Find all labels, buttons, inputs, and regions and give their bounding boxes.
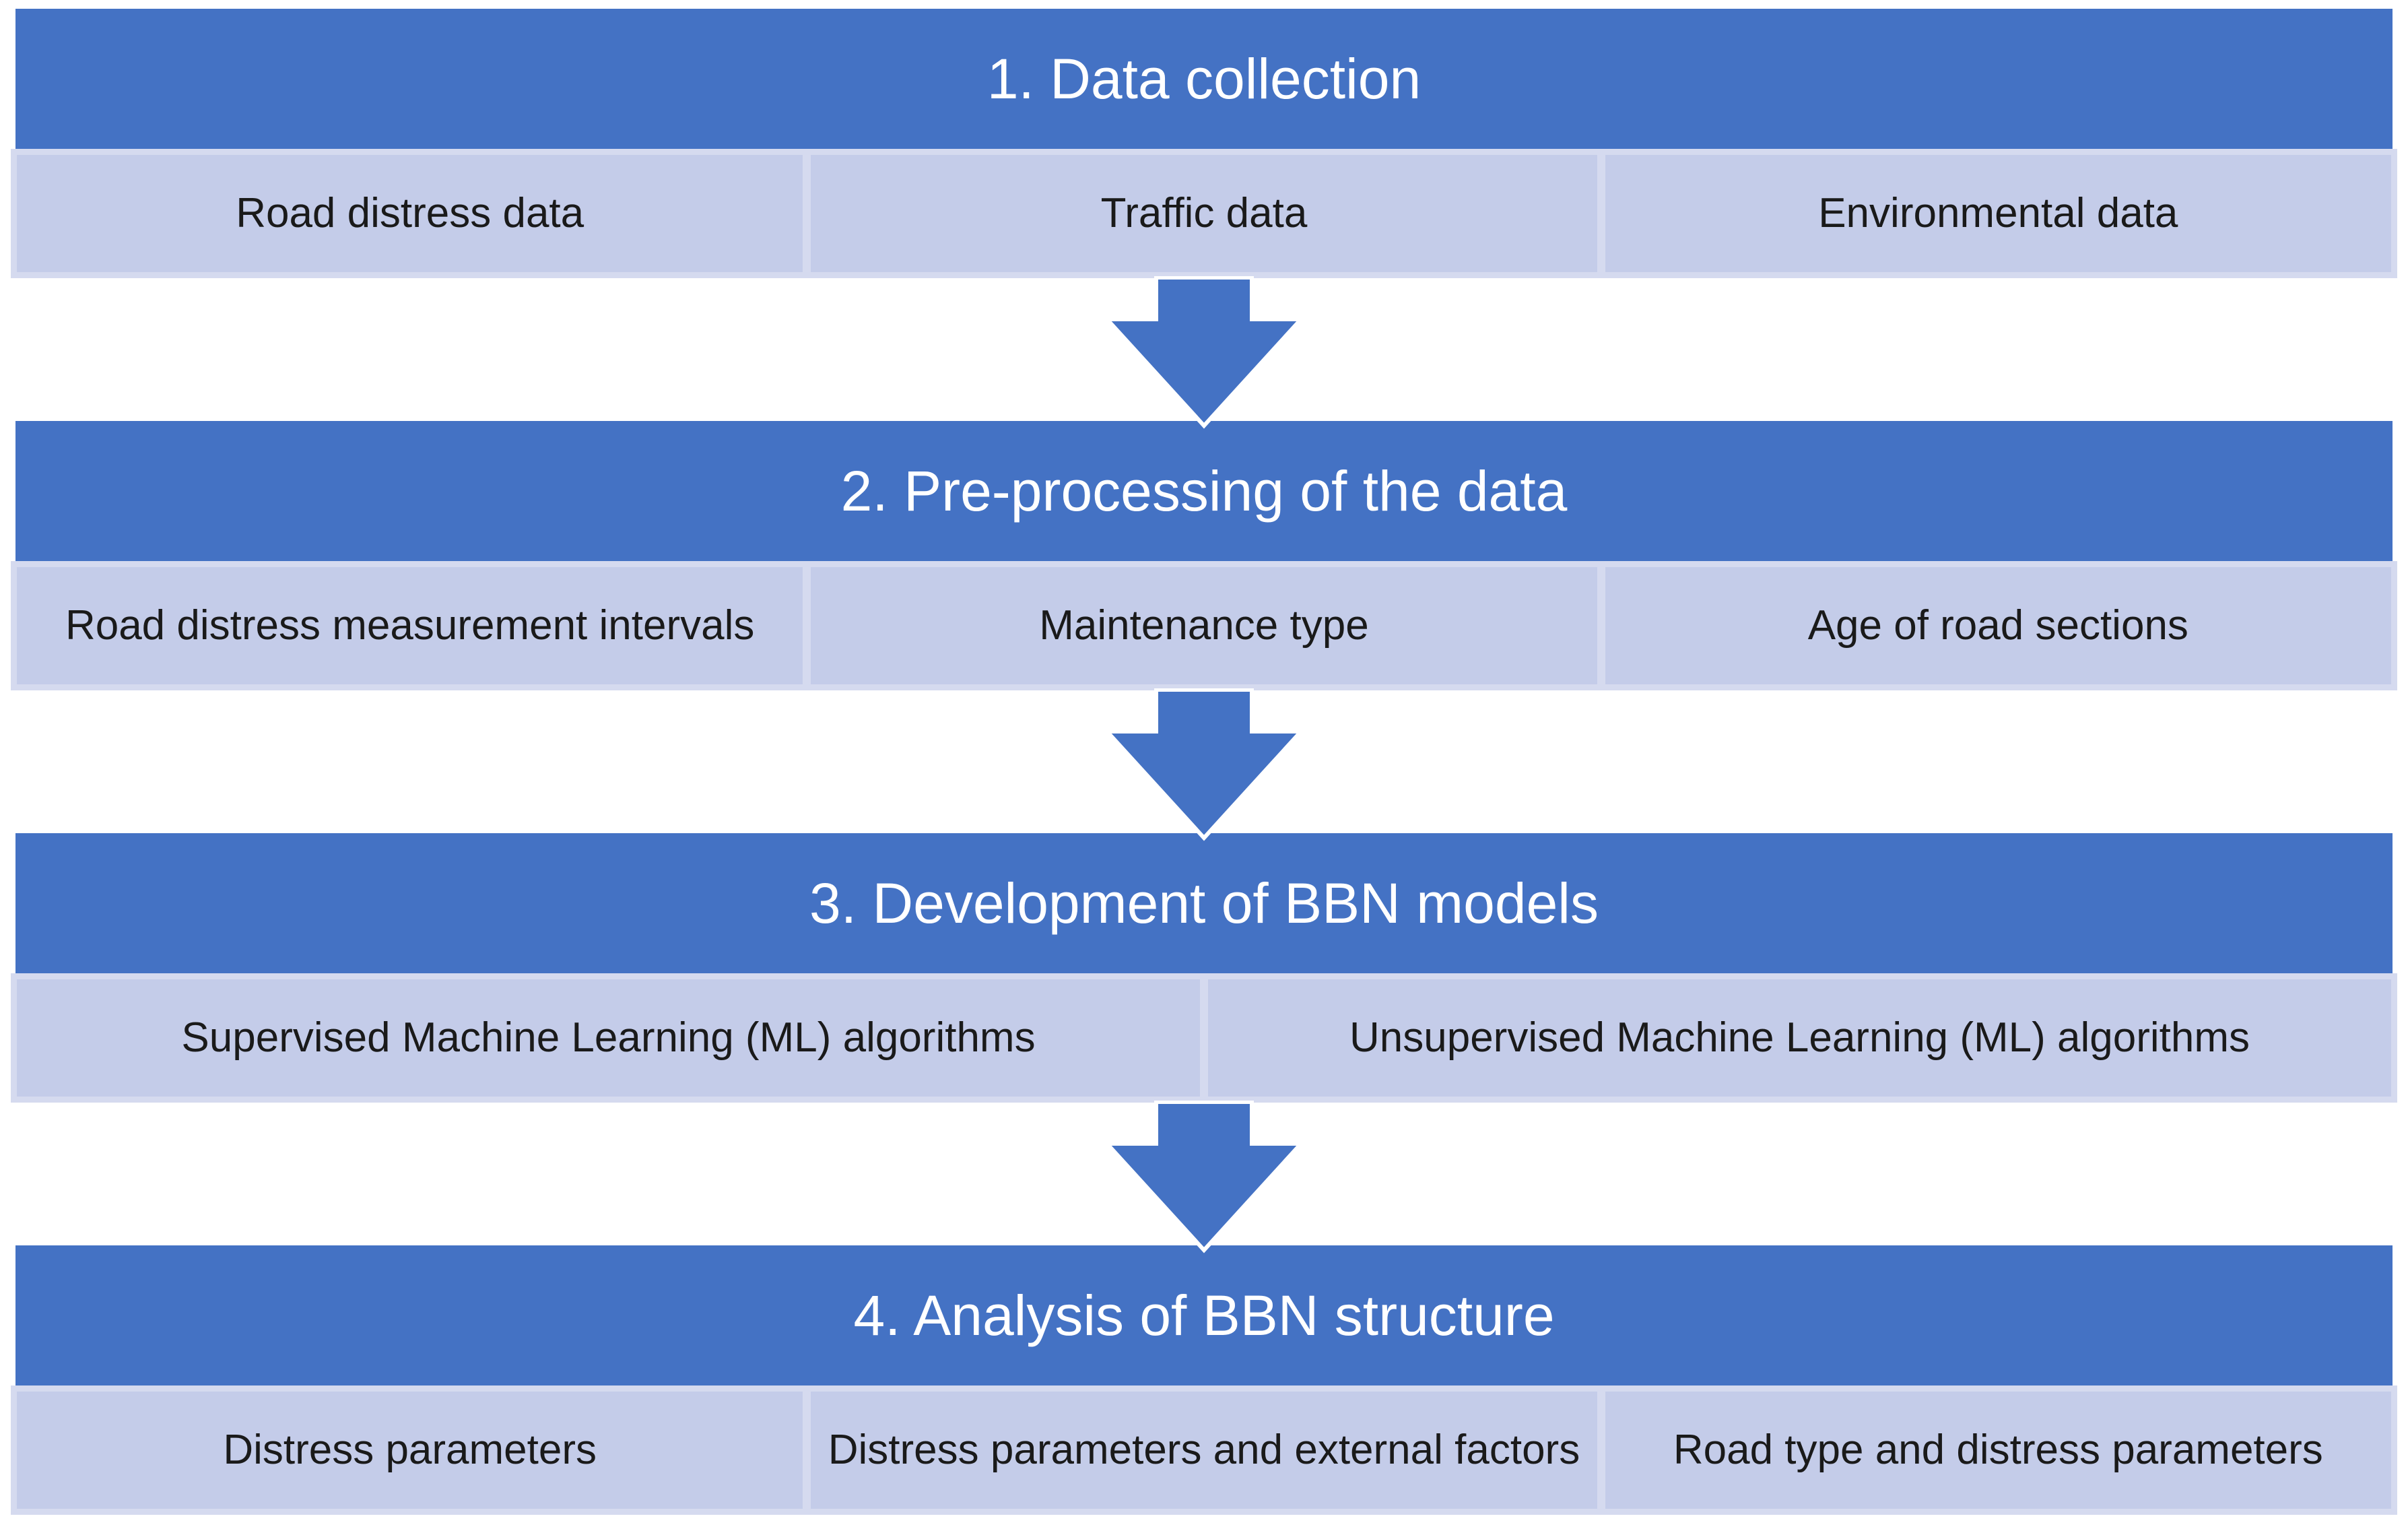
- cell-maintenance-type: Maintenance type: [811, 567, 1597, 684]
- arrow-gap-3: [11, 1101, 2397, 1253]
- stage-3-header: 3. Development of BBN models: [15, 833, 2393, 973]
- stage-1-title: 1. Data collection: [986, 46, 1422, 110]
- stage-4-row: Distress parameters Distress parameters …: [11, 1385, 2397, 1515]
- cell-environmental-data: Environmental data: [1605, 155, 2391, 272]
- stage-3-row: Supervised Machine Learning (ML) algorit…: [11, 973, 2397, 1103]
- stage-1-header: 1. Data collection: [15, 9, 2393, 149]
- cell-distress-parameters-external-factors: Distress parameters and external factors: [811, 1392, 1597, 1509]
- cell-road-type-distress-parameters: Road type and distress parameters: [1605, 1392, 2391, 1509]
- arrow-gap-1: [11, 276, 2397, 429]
- cell-supervised-ml-algorithms: Supervised Machine Learning (ML) algorit…: [17, 979, 1200, 1097]
- cell-label: Road distress data: [236, 189, 584, 236]
- cell-label: Environmental data: [1818, 189, 2178, 236]
- down-arrow-icon: [1102, 688, 1306, 841]
- cell-traffic-data: Traffic data: [811, 155, 1597, 272]
- stage-2-row: Road distress measurement intervals Main…: [11, 561, 2397, 690]
- cell-label: Supervised Machine Learning (ML) algorit…: [181, 1014, 1036, 1061]
- cell-distress-parameters: Distress parameters: [17, 1392, 803, 1509]
- cell-label: Road distress measurement intervals: [65, 601, 755, 649]
- cell-label: Road type and distress parameters: [1673, 1426, 2323, 1473]
- cell-road-distress-data: Road distress data: [17, 155, 803, 272]
- cell-unsupervised-ml-algorithms: Unsupervised Machine Learning (ML) algor…: [1208, 979, 2391, 1097]
- stage-4-title: 4. Analysis of BBN structure: [853, 1283, 1555, 1347]
- cell-label: Distress parameters and external factors: [828, 1426, 1580, 1473]
- stage-1-row: Road distress data Traffic data Environm…: [11, 149, 2397, 278]
- cell-label: Unsupervised Machine Learning (ML) algor…: [1349, 1014, 2250, 1061]
- stage-4-header: 4. Analysis of BBN structure: [15, 1245, 2393, 1385]
- down-arrow-icon: [1102, 1101, 1306, 1253]
- arrow-gap-2: [11, 688, 2397, 841]
- cell-label: Age of road sections: [1807, 601, 2188, 649]
- stage-2-title: 2. Pre-processing of the data: [840, 459, 1568, 523]
- stage-2-header: 2. Pre-processing of the data: [15, 421, 2393, 561]
- down-arrow-icon: [1102, 276, 1306, 429]
- stage-3-title: 3. Development of BBN models: [809, 871, 1599, 935]
- cell-road-distress-measurement-intervals: Road distress measurement intervals: [17, 567, 803, 684]
- cell-label: Traffic data: [1100, 189, 1308, 236]
- cell-age-of-road-sections: Age of road sections: [1605, 567, 2391, 684]
- cell-label: Maintenance type: [1039, 601, 1369, 649]
- cell-label: Distress parameters: [223, 1426, 597, 1473]
